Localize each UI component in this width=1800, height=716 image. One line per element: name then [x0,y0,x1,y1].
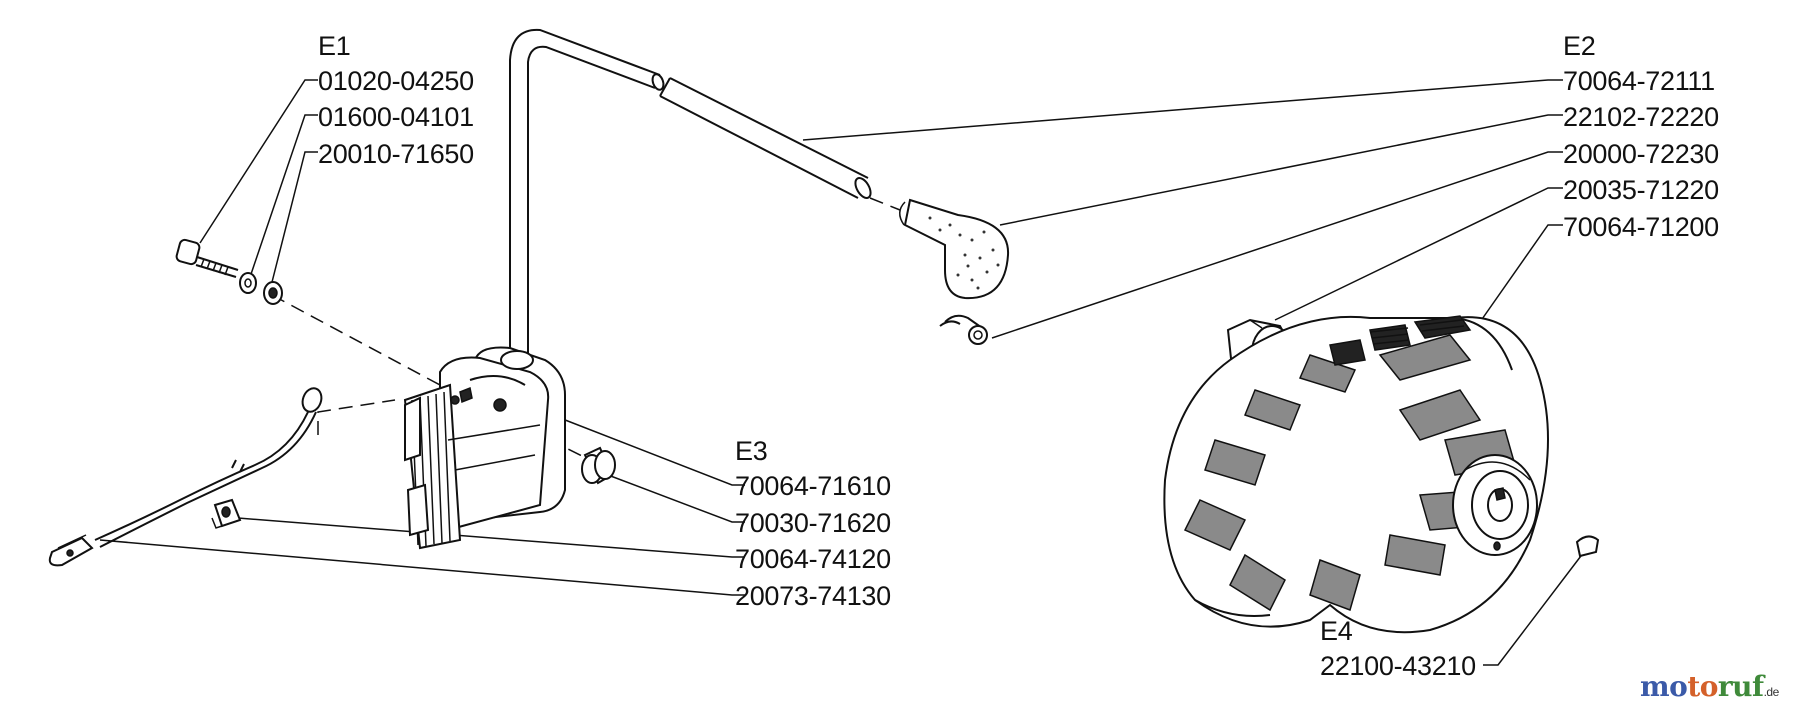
leader-lines [99,79,1588,666]
group-label-e4: E4 [1320,616,1353,646]
leader-01020-04250 [199,79,318,244]
part-number: 70064-71200 [1563,212,1719,242]
leader-20010-71650 [269,151,318,291]
ignition-coil [403,346,566,550]
assembly-lines [271,197,901,461]
watermark-part-1: mo [1640,670,1688,703]
lock-washer-01600-04101 [239,272,257,294]
flywheel [1163,315,1549,634]
woodruff-key [1575,535,1600,558]
group-label-e3: E3 [735,436,768,466]
part-number: 22100-43210 [1320,651,1476,681]
watermark-logo: motoruf.de [1640,670,1779,703]
leader-20035-71220 [1274,187,1563,321]
part-number: 20000-72230 [1563,139,1719,169]
part-number: 20035-71220 [1563,175,1719,205]
leader-20073-74130 [99,539,745,596]
part-number: 20010-71650 [318,139,474,169]
coil-core [403,383,462,550]
part-number: 20073-74130 [735,581,891,611]
spark-plug-cap [899,198,1010,300]
leader-70064-71610 [559,417,745,486]
bolt-01020-04250 [175,238,239,278]
part-number: 01020-04250 [318,66,474,96]
leader-70064-72111 [802,79,1563,141]
leader-70064-74120 [237,517,745,558]
spacer [581,446,616,485]
wire-clamp [211,498,242,529]
watermark-part-3: ruf [1717,670,1764,703]
spring-clip [939,314,988,345]
part-number: 22102-72220 [1563,102,1719,132]
part-number: 70064-71610 [735,471,891,501]
group-label-e2: E2 [1563,31,1596,61]
group-label-e1: E1 [318,31,351,61]
leader-22102-72220 [999,114,1563,226]
part-number: 70030-71620 [735,508,891,538]
washer-20010-71650 [263,281,283,305]
leader-70030-71620 [607,474,745,523]
part-number: 70064-72111 [1563,66,1715,96]
leader-70064-71200 [1479,224,1563,323]
leader-22100-43210 [1483,547,1588,666]
stop-wire [48,387,323,567]
part-number: 70064-74120 [735,544,891,574]
leader-01600-04101 [247,114,318,284]
high-tension-lead [509,28,872,355]
watermark-part-2: to [1687,670,1718,703]
watermark-suffix: .de [1763,685,1780,699]
leader-20000-72230 [991,151,1563,339]
part-number: 01600-04101 [318,102,474,132]
